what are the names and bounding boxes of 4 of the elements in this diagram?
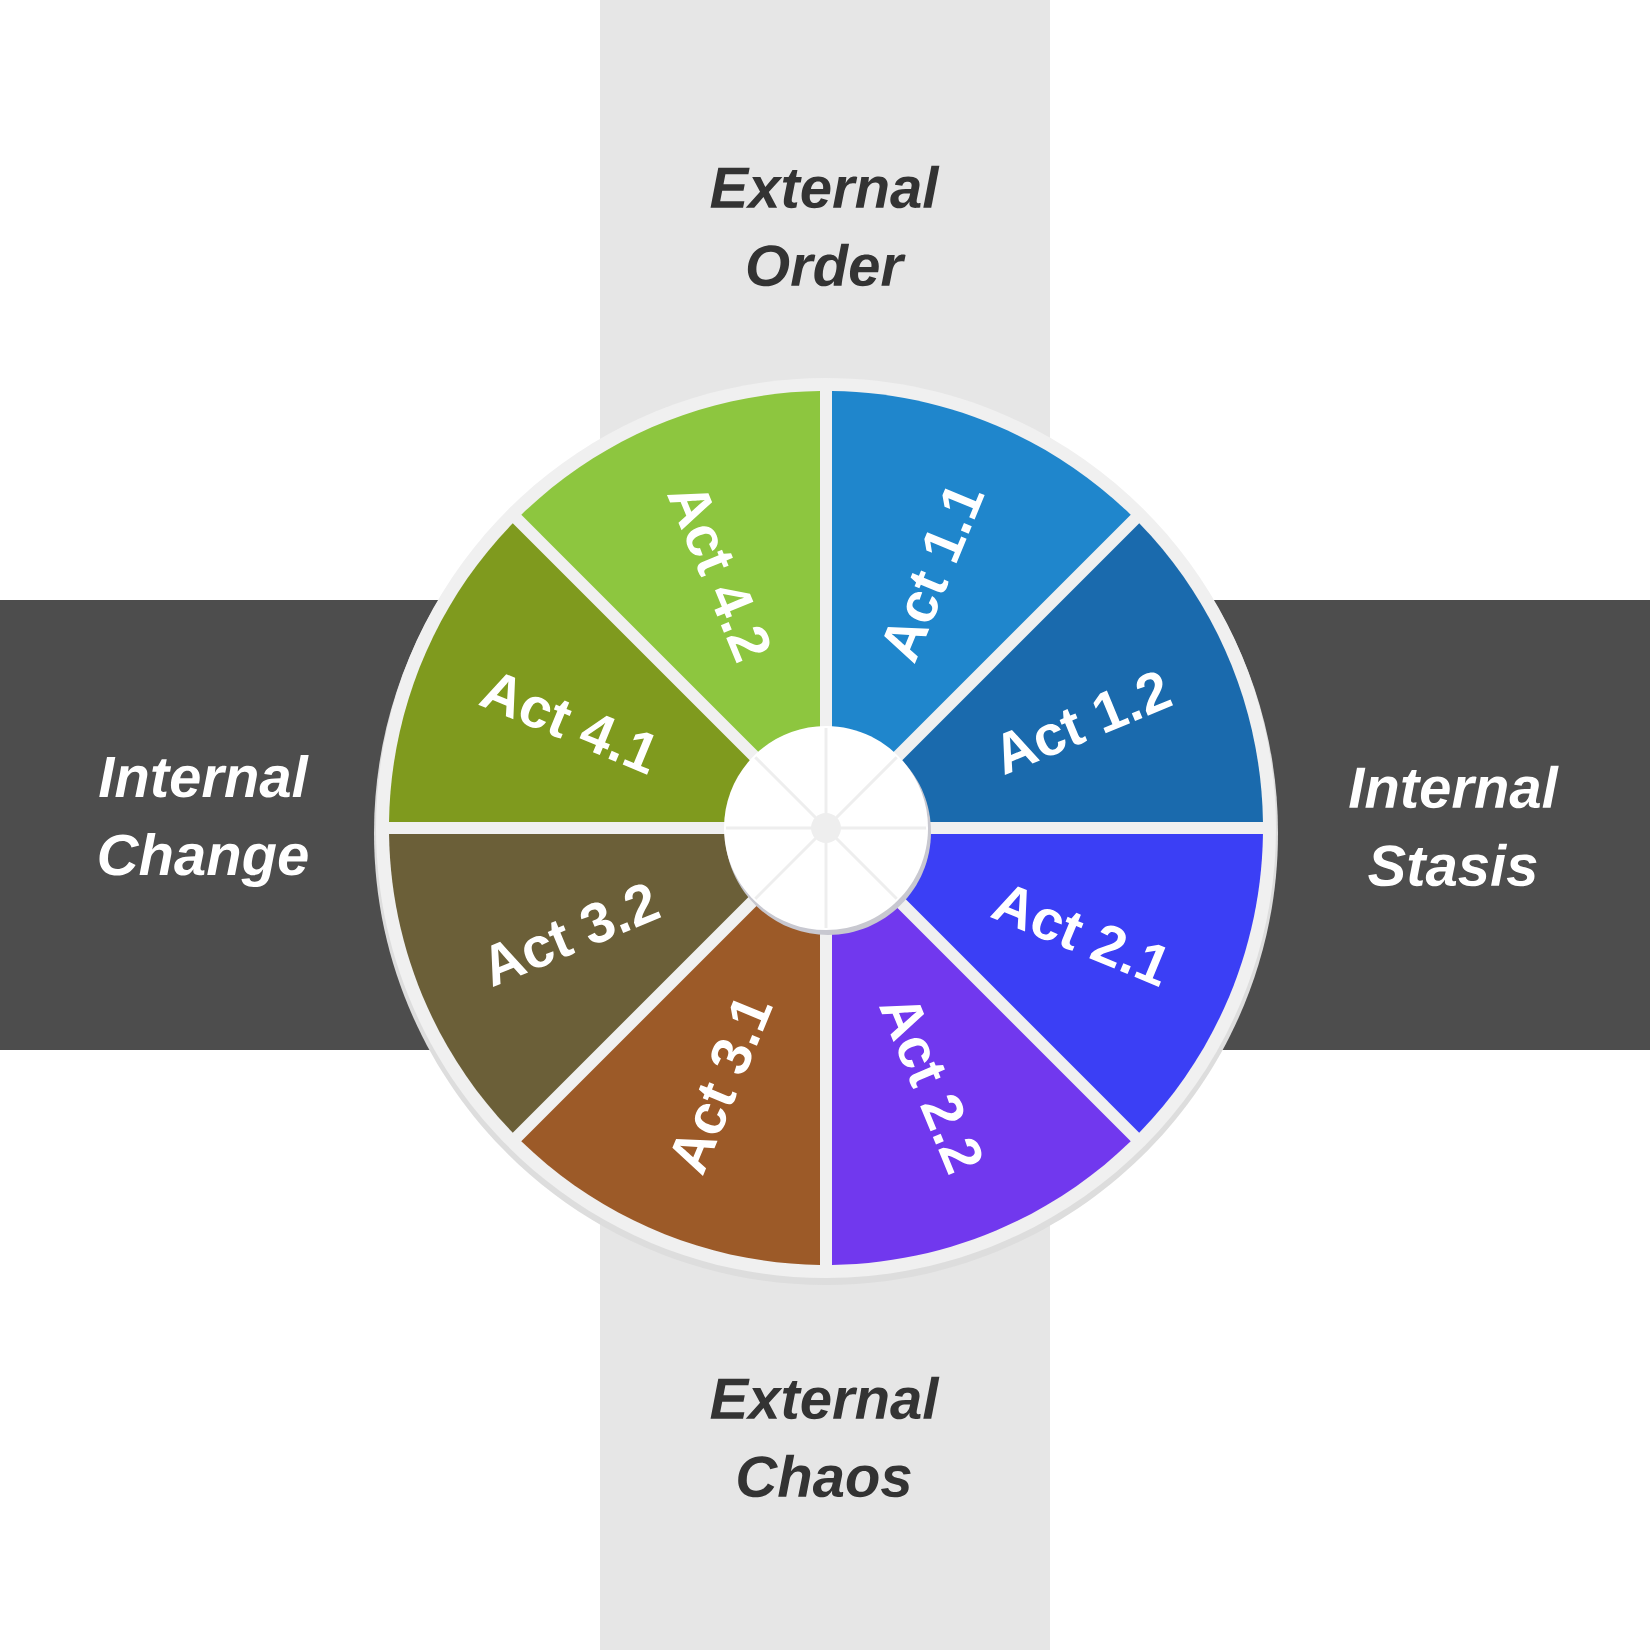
band-label: Internal Stasis — [1349, 765, 1559, 887]
band-label: External Chaos — [710, 1376, 940, 1498]
band-label: External Order — [710, 165, 940, 287]
band-label: Internal Change — [99, 754, 309, 887]
